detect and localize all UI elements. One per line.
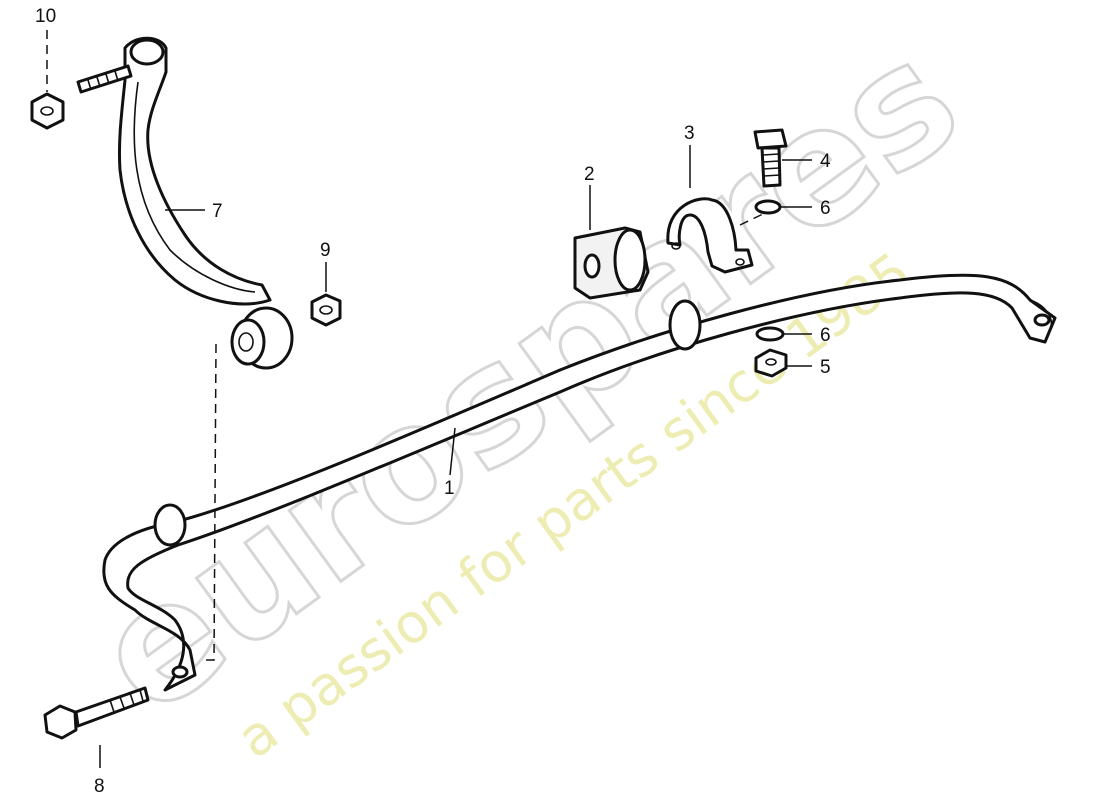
hex-nut-top [30,92,65,130]
callout-5: 5 [820,357,831,378]
mounting-bracket [666,197,754,274]
callout-labels: 1 2 3 4 6 6 5 7 8 9 10 [35,6,831,797]
callout-7: 7 [212,201,223,222]
long-bolt [43,686,150,740]
bar-collar-right [668,299,702,351]
flange-nut [754,348,788,378]
watermark-logo: eurospares [62,5,990,751]
callout-4: 4 [820,151,831,172]
hex-bolt [753,128,788,188]
rubber-bushing [573,226,650,300]
callout-1: 1 [444,478,455,499]
washer-lower [755,326,785,342]
callout-9: 9 [320,240,331,261]
callout-8: 8 [94,776,105,797]
callout-6-upper: 6 [820,198,831,219]
drop-link [76,36,294,370]
callout-10: 10 [35,6,56,27]
washer-upper [754,199,782,215]
hex-nut-small [310,293,342,327]
bar-collar-left [153,503,187,547]
callout-2: 2 [584,164,595,185]
callout-3: 3 [684,123,695,144]
leader-lines [46,30,812,768]
callout-6-lower: 6 [820,325,831,346]
stabilizer-bar [102,273,1057,692]
